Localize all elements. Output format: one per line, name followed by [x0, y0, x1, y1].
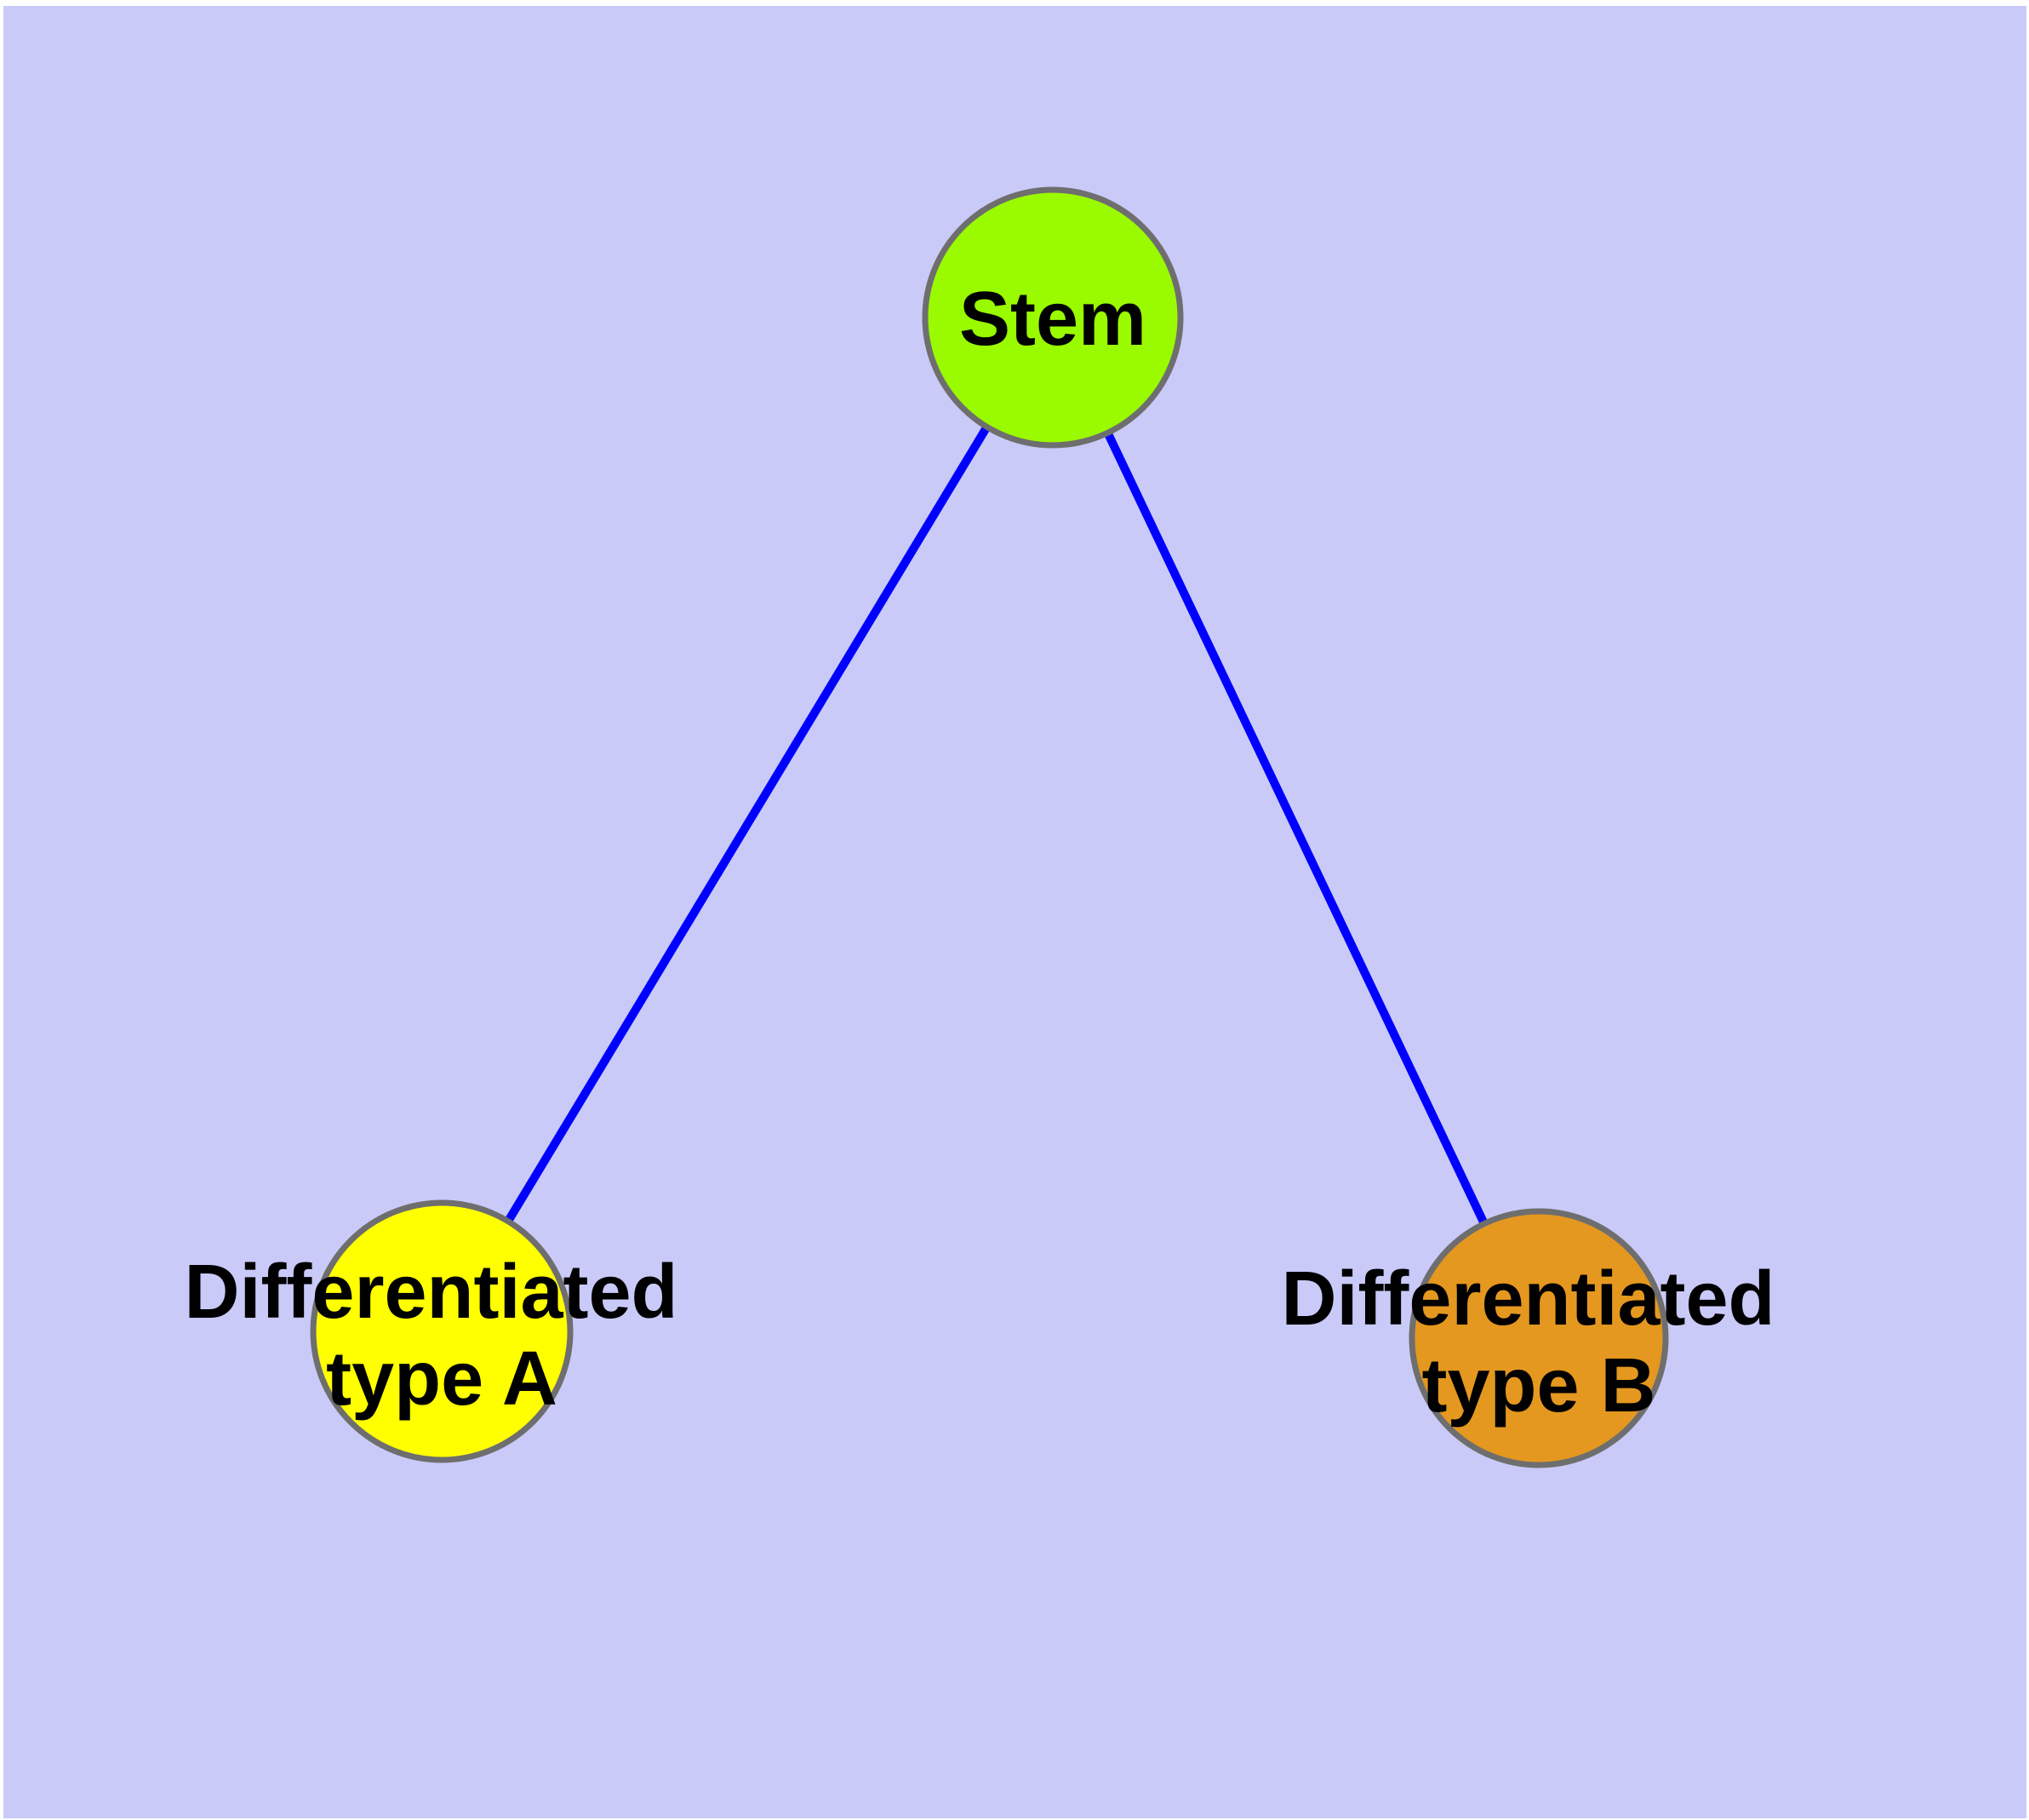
node-differentiated-type-a-label: Differentiated type A — [184, 1250, 699, 1422]
node-differentiated-type-b — [1409, 1208, 1669, 1468]
node-differentiated-type-b-label: Differentiated type B — [1281, 1256, 1796, 1428]
node-differentiated-type-a — [310, 1199, 574, 1463]
node-differentiated-type-a-label-line1: Differentiated — [184, 1250, 677, 1335]
node-stem — [922, 186, 1184, 449]
node-differentiated-type-b-label-line2: type B — [1421, 1343, 1655, 1428]
node-differentiated-type-a-label-line2: type A — [326, 1336, 557, 1422]
node-stem-label: Stem — [959, 277, 1146, 362]
node-differentiated-type-b-label-line1: Differentiated — [1281, 1256, 1775, 1342]
edge-stem-to-type-b — [1049, 315, 1543, 1341]
edge-stem-to-type-a — [437, 315, 1057, 1334]
